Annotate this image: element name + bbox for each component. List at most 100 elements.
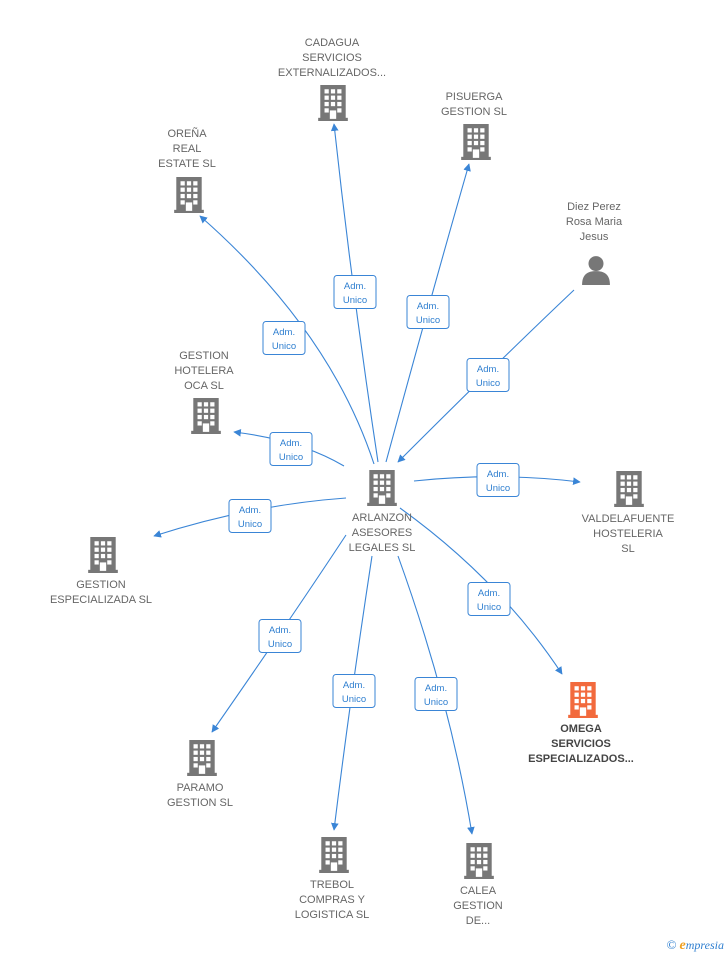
edge-center-orena: Adm. Unico: [199, 215, 375, 465]
building-icon[interactable]: [187, 740, 217, 776]
edge-center-cadagua: Adm. Unico: [330, 123, 379, 463]
node-hotelera[interactable]: GESTION HOTELERA OCA SL: [174, 350, 234, 434]
node-label-line[interactable]: REAL: [173, 143, 202, 155]
edge-label-box: [228, 499, 272, 533]
node-center[interactable]: ARLANZON ASESORES LEGALES SL: [349, 470, 416, 554]
node-label-line[interactable]: ARLANZON: [352, 512, 412, 524]
edge-label-box: [332, 674, 376, 708]
nodes-layer: ARLANZON ASESORES LEGALES SL CADAGUA SERVICI…: [50, 37, 674, 927]
node-label-line[interactable]: HOTELERA: [174, 365, 234, 377]
edge-label-line: Unico: [268, 639, 292, 650]
brand-name: mpresia: [685, 938, 724, 952]
node-label-line[interactable]: PISUERGA: [446, 91, 504, 103]
node-label-line[interactable]: Rosa Maria: [566, 216, 623, 228]
node-label-line[interactable]: OMEGA: [560, 723, 602, 735]
node-label-line[interactable]: ESPECIALIZADA SL: [50, 594, 152, 606]
node-label-line[interactable]: LOGISTICA SL: [295, 909, 370, 921]
edge-label-box: [476, 463, 520, 497]
building-icon[interactable]: [464, 843, 494, 879]
node-label-line[interactable]: ASESORES: [352, 527, 413, 539]
building-icon[interactable]: [461, 124, 491, 160]
edge-label-line: Unico: [238, 519, 262, 530]
building-icon[interactable]: [367, 470, 397, 506]
node-label-line[interactable]: GESTION: [179, 350, 229, 362]
node-label-line[interactable]: GESTION SL: [441, 106, 507, 118]
edge-center-especializada: Adm. Unico: [153, 497, 347, 538]
brand-initial: e: [679, 938, 686, 953]
building-icon[interactable]: [614, 471, 644, 507]
building-icon[interactable]: [568, 682, 598, 718]
edge-center-omega: Adm. Unico: [399, 507, 563, 675]
node-label-line[interactable]: PARAMO: [177, 782, 224, 794]
edge-label-box: [406, 295, 450, 329]
edge-label-box: [414, 677, 458, 711]
node-orena[interactable]: OREÑA REAL ESTATE SL: [158, 127, 216, 213]
edge-line: [199, 215, 375, 465]
edge-label-line: Adm.: [343, 680, 365, 691]
empresia-watermark: ©empresia: [667, 937, 724, 954]
edge-label-line: Unico: [477, 602, 501, 613]
node-label-line[interactable]: SL: [621, 543, 634, 555]
edge-diez-center: Adm. Unico: [397, 289, 575, 463]
node-label-line[interactable]: LEGALES SL: [349, 542, 416, 554]
edge-label-line: Unico: [424, 697, 448, 708]
edge-center-hotelera: Adm.Unico: [233, 429, 345, 467]
building-icon[interactable]: [319, 837, 349, 873]
node-label-line[interactable]: SERVICIOS: [302, 52, 362, 64]
edge-label-line: Adm.: [344, 281, 366, 292]
node-label-line[interactable]: ESPECIALIZADOS...: [528, 753, 634, 765]
node-label-line[interactable]: ESTATE SL: [158, 158, 216, 170]
edge-label-line: Unico: [279, 452, 303, 463]
node-label-line[interactable]: TREBOL: [310, 879, 354, 891]
edge-center-pisuerga: Adm.Unico: [385, 163, 471, 463]
node-pisuerga[interactable]: PISUERGA GESTION SL: [441, 91, 507, 160]
edge-label-line: Adm.: [269, 625, 291, 636]
edge-label-line: Unico: [486, 483, 510, 494]
node-paramo[interactable]: PARAMO GESTION SL: [167, 740, 233, 809]
edge-label-line: Unico: [272, 341, 296, 352]
node-calea[interactable]: CALEA GESTION DE...: [453, 843, 503, 927]
node-label-line[interactable]: HOSTELERIA: [593, 528, 663, 540]
node-label-line[interactable]: COMPRAS Y: [299, 894, 365, 906]
node-label-line[interactable]: SERVICIOS: [551, 738, 611, 750]
node-label-line[interactable]: OCA SL: [184, 380, 224, 392]
edge-label-line: Adm.: [239, 505, 261, 516]
node-label-line[interactable]: GESTION: [76, 579, 126, 591]
person-icon[interactable]: [582, 256, 610, 285]
edge-label-line: Unico: [476, 378, 500, 389]
edge-label-line: Unico: [343, 295, 367, 306]
node-label-line[interactable]: Diez Perez: [567, 201, 621, 213]
node-especializada[interactable]: GESTION ESPECIALIZADA SL: [50, 537, 152, 606]
node-label-line[interactable]: OREÑA: [167, 127, 207, 140]
node-trebol[interactable]: TREBOL COMPRAS Y LOGISTICA SL: [295, 837, 370, 921]
node-label-line[interactable]: CADAGUA: [305, 37, 360, 49]
node-label-line[interactable]: EXTERNALIZADOS...: [278, 67, 386, 79]
node-label-line[interactable]: CALEA: [460, 885, 497, 897]
edge-label-box: [466, 358, 510, 392]
edge-center-trebol: Adm. Unico: [331, 555, 376, 831]
edge-center-calea: Adm. Unico: [397, 555, 475, 835]
edges-layer: Adm.UnicoAdm.UnicoAdm.UnicoAdm.UnicoAdm.…: [153, 123, 581, 835]
building-icon[interactable]: [174, 177, 204, 213]
edge-label-line: Adm.: [273, 327, 295, 338]
edge-label-line: Unico: [342, 694, 366, 705]
building-icon[interactable]: [318, 85, 348, 121]
node-label-line[interactable]: VALDELAFUENTE: [582, 513, 675, 525]
edge-center-paramo: Adm. Unico: [211, 534, 347, 733]
edge-label-line: Adm.: [425, 683, 447, 694]
node-omega[interactable]: OMEGA SERVICIOS ESPECIALIZADOS...: [528, 682, 634, 765]
node-label-line[interactable]: Jesus: [580, 231, 609, 243]
edge-label-box: [269, 432, 313, 466]
building-icon[interactable]: [88, 537, 118, 573]
node-cadagua[interactable]: CADAGUA SERVICIOS EXTERNALIZADOS...: [278, 37, 386, 121]
building-icon[interactable]: [191, 398, 221, 434]
node-label-line[interactable]: GESTION SL: [167, 797, 233, 809]
edge-label-box: [333, 275, 377, 309]
node-label-line[interactable]: GESTION: [453, 900, 503, 912]
node-valdelafuente[interactable]: VALDELAFUENTE HOSTELERIA SL: [582, 471, 675, 555]
node-label-line[interactable]: DE...: [466, 915, 490, 927]
edge-label-line: Adm.: [478, 588, 500, 599]
edge-label-line: Adm.: [477, 364, 499, 375]
